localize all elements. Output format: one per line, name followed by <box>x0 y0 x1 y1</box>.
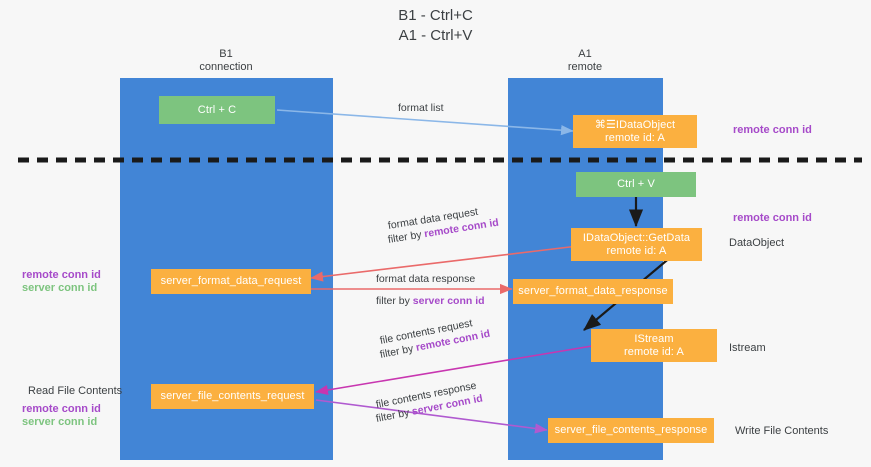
edge-label-format-list: format list <box>398 102 444 114</box>
filter-prefix: filter by <box>376 295 413 307</box>
box-server-format-data-request[interactable]: server_format_data_request <box>151 269 311 294</box>
annotation-write-file-contents: Write File Contents <box>735 425 829 437</box>
box-idataobject[interactable]: ⌘☰IDataObject remote id: A <box>573 115 697 148</box>
annotation-left-remote-conn-id: remote conn id <box>22 269 101 281</box>
box-server-format-data-response[interactable]: server_format_data_response <box>513 279 673 304</box>
edge-label-format-data-response-line1: format data response <box>376 273 476 285</box>
annotation-remote-conn-id-top: remote conn id <box>733 124 812 136</box>
column-header-b1: B1 connection <box>199 48 253 73</box>
annotation-left-server-conn-id: server conn id <box>22 282 98 294</box>
arrow-format-list <box>276 109 574 136</box>
box-ctrl-v[interactable]: Ctrl + V <box>576 172 696 197</box>
box-istream[interactable]: IStream remote id: A <box>591 329 717 362</box>
annotation-left-remote-conn-id-2: remote conn id <box>22 403 101 415</box>
edge-label-file-contents-request: file contents request filter by remote c… <box>379 317 492 362</box>
annotation-left-server-conn-id-2: server conn id <box>22 416 98 428</box>
box-server-file-contents-response[interactable]: server_file_contents_response <box>548 418 714 443</box>
page-title: B1 - Ctrl+C A1 - Ctrl+V <box>398 7 473 44</box>
edge-label-file-contents-response: file contents response filter by server … <box>375 380 485 426</box>
annotation-remote-conn-id-mid: remote conn id <box>733 212 812 224</box>
arrow-format-data-request <box>310 245 579 282</box>
column-header-a1: A1 remote <box>567 48 603 73</box>
edge-label-format-data-request: format data request filter by remote con… <box>387 206 500 247</box>
annotation-read-file-contents: Read File Contents <box>28 385 123 397</box>
box-server-file-contents-request[interactable]: server_file_contents_request <box>151 384 314 409</box>
arrow-file-contents-request <box>315 345 593 396</box>
box-idataobject-getdata[interactable]: IDataObject::GetData remote id: A <box>571 228 702 261</box>
edge-label-format-data-response-line2: filter by server conn id <box>376 294 485 308</box>
annotation-istream: Istream <box>729 342 766 354</box>
edge-label-format-data-response: format data response filter by server co… <box>376 272 485 308</box>
annotation-dataobject: DataObject <box>729 237 785 249</box>
filter-key-server-conn-id: server conn id <box>412 295 485 307</box>
arrow-file-contents-response <box>315 399 548 434</box>
box-ctrl-c[interactable]: Ctrl + C <box>159 96 275 124</box>
